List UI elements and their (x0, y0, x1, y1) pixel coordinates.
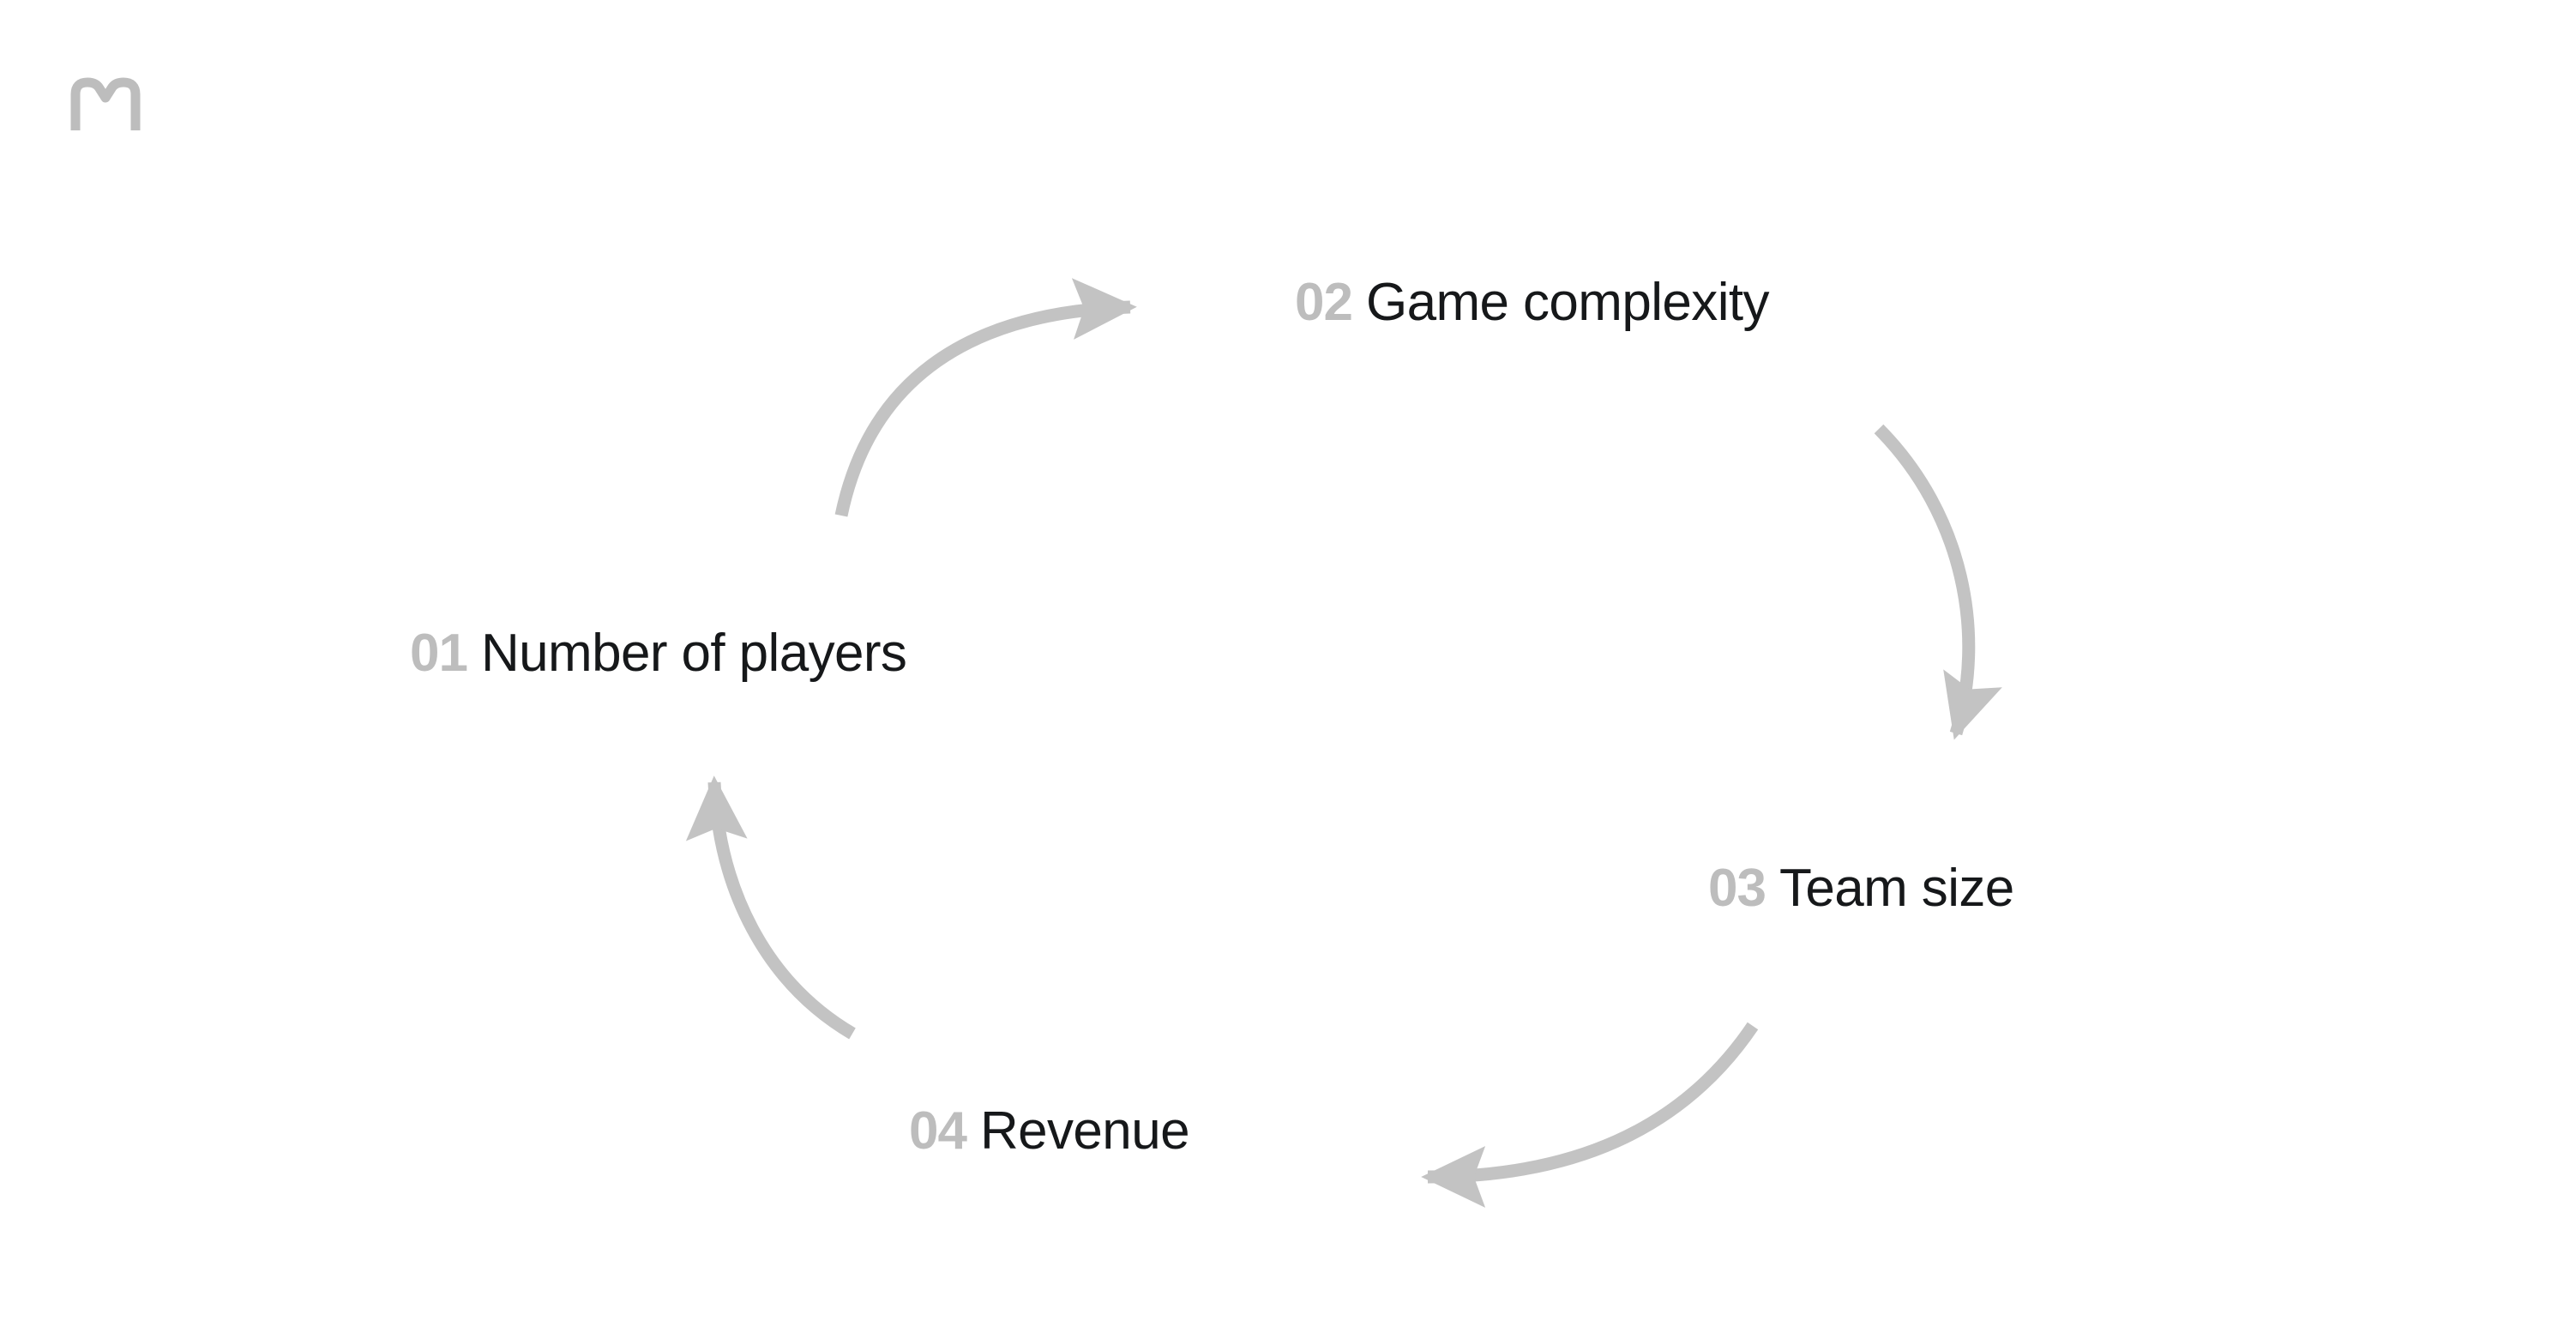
arrow-03-to-04 (1421, 1022, 1759, 1208)
cycle-node-01-number: 01 (410, 624, 468, 683)
lowercase-m-logo-icon (70, 77, 141, 130)
arrow-02-to-03 (1874, 424, 2002, 740)
cycle-node-04-label: Revenue (979, 1101, 1190, 1161)
cycle-node-04-number: 04 (909, 1101, 967, 1161)
cycle-node-01-label: Number of players (480, 624, 907, 683)
cycle-node-02-label: Game complexity (1365, 273, 1770, 332)
brand-logo (67, 65, 144, 142)
cycle-node-02-number: 02 (1295, 273, 1353, 332)
cycle-node-03-number: 03 (1708, 859, 1766, 918)
arrow-01-to-02 (834, 278, 1137, 517)
arrow-04-to-01 (685, 775, 856, 1040)
cycle-node-03-label: Team size (1779, 859, 2014, 918)
